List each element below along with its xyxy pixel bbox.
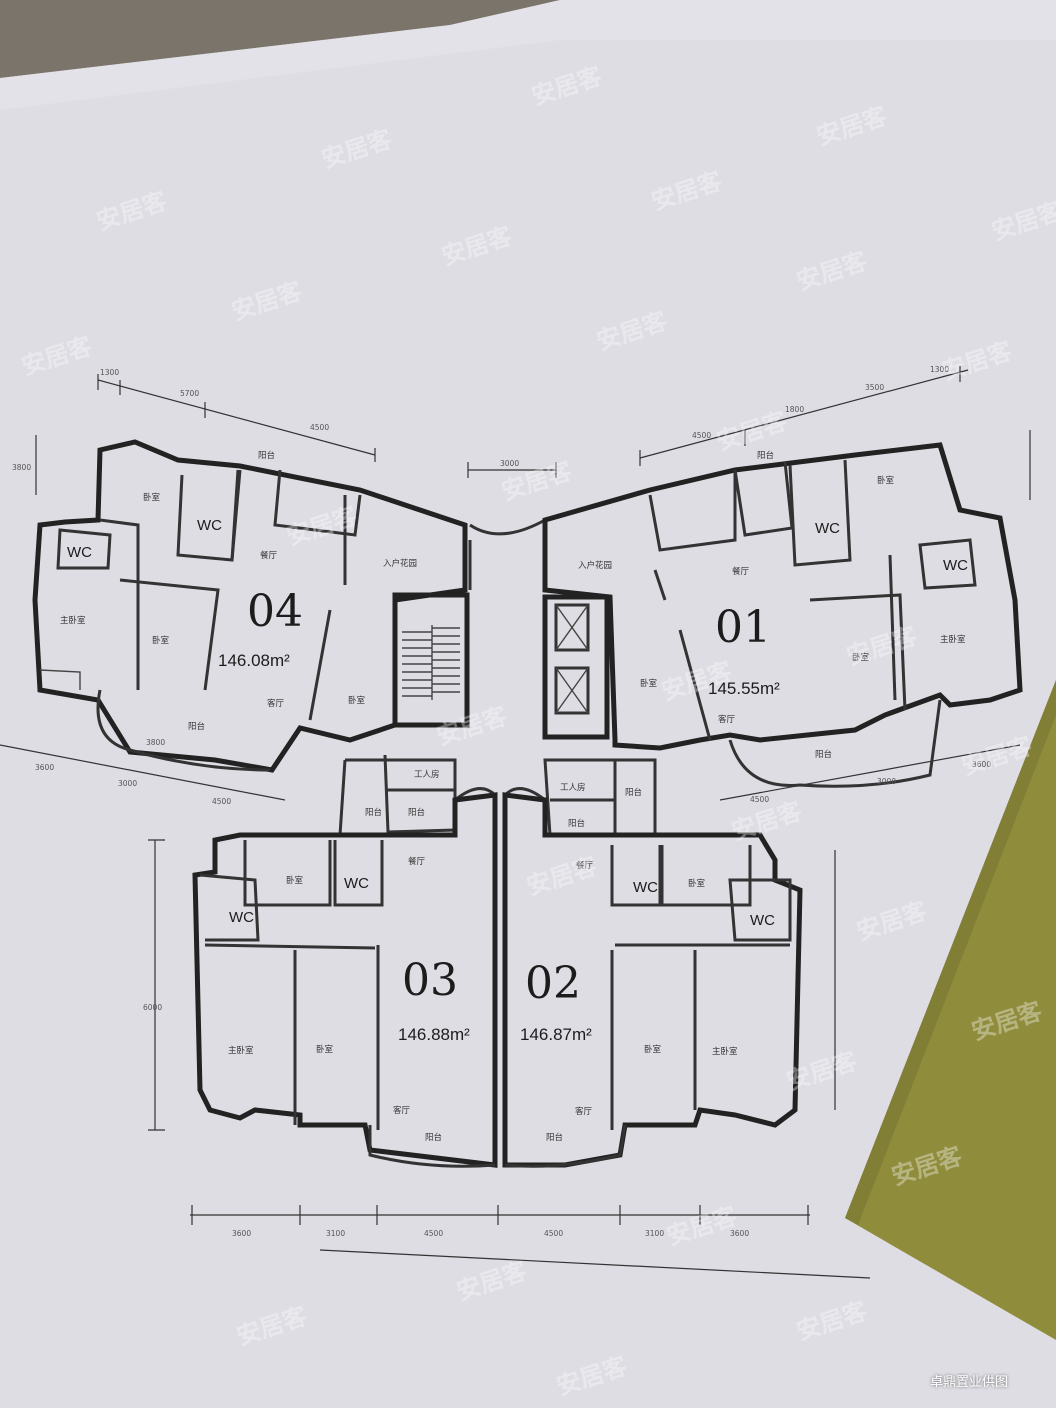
dim-label: 3100	[326, 1229, 345, 1238]
room-label: 主卧室	[60, 615, 86, 626]
room-label: 卧室	[644, 1044, 662, 1055]
wc-label: WC	[67, 544, 92, 561]
dim-label: 3000	[500, 459, 519, 468]
room-label: 阳台	[625, 787, 642, 798]
dim-label: 4500	[424, 1229, 443, 1238]
room-label: 阳台	[365, 807, 382, 818]
wc-label: WC	[344, 875, 369, 892]
unit-04-number: 04	[247, 586, 303, 637]
dim-label: 1300	[100, 368, 119, 377]
room-label: 餐厅	[408, 857, 426, 867]
room-label: 客厅	[267, 698, 285, 709]
unit-01-plan	[542, 442, 1023, 788]
room-label: 工人房	[414, 769, 440, 780]
room-label: 阳台	[546, 1132, 563, 1143]
dim-label: 4500	[692, 431, 711, 440]
room-label: 工人房	[560, 782, 586, 793]
dim-label: 3600	[972, 760, 991, 769]
unit-03-plan	[192, 792, 498, 1168]
room-label: 主卧室	[940, 634, 966, 645]
room-label: 卧室	[316, 1044, 334, 1055]
room-label: 卧室	[143, 492, 161, 503]
dim-label: 4500	[212, 797, 231, 806]
room-label: 阳台	[408, 807, 425, 818]
room-labels: 卧室 卧室 主卧室 餐厅 客厅 卧室 阳台 阳台 入户花园 入户花园 阳台 卧室…	[60, 450, 966, 1143]
room-label: 客厅	[393, 1105, 411, 1116]
room-label: 客厅	[575, 1106, 593, 1117]
unit-04-area: 146.08m²	[218, 651, 290, 670]
room-label: 餐厅	[732, 567, 750, 577]
room-label: 卧室	[877, 475, 895, 486]
unit-01-number: 01	[715, 602, 771, 653]
unit-02-number: 02	[525, 958, 581, 1009]
wc-label: WC	[197, 517, 222, 534]
wc-label: WC	[229, 909, 254, 926]
room-label: 餐厅	[260, 551, 278, 561]
room-label: 客厅	[718, 714, 736, 725]
room-label: 卧室	[152, 635, 170, 646]
dim-label: 4500	[750, 795, 769, 804]
unit-02-area: 146.87m²	[520, 1025, 592, 1044]
room-label: 入户花园	[578, 560, 612, 571]
dimension-lines	[0, 366, 1031, 1279]
room-label: 阳台	[425, 1132, 442, 1143]
dim-label: 3600	[730, 1229, 749, 1238]
room-label: 阳台	[568, 818, 585, 829]
room-label: 餐厅	[576, 861, 594, 871]
room-label: 卧室	[852, 652, 870, 663]
unit-03-area: 146.88m²	[398, 1025, 470, 1044]
dim-label: 1800	[785, 405, 804, 414]
dim-label: 1300	[930, 365, 949, 374]
dim-label: 3000	[118, 779, 137, 788]
dim-label: 3000	[877, 777, 896, 786]
elevator-shafts	[542, 594, 610, 740]
dim-label: 6000	[143, 1003, 162, 1012]
room-label: 主卧室	[712, 1046, 738, 1057]
room-label: 阳台	[188, 721, 205, 732]
dim-label: 3600	[35, 763, 54, 772]
wc-label: WC	[633, 879, 658, 896]
dimension-labels: 1300 5700 4500 3000 4500 1800 3500 1300 …	[12, 365, 991, 1238]
wc-label: WC	[815, 520, 840, 537]
room-label: 卧室	[688, 878, 706, 889]
room-label: 卧室	[286, 875, 304, 886]
room-label: 卧室	[348, 695, 366, 706]
dim-label: 3500	[865, 383, 884, 392]
dim-label: 3800	[146, 738, 165, 747]
room-label: 卧室	[640, 678, 658, 689]
room-label: 阳台	[258, 450, 275, 461]
unit-02-plan	[502, 792, 803, 1168]
unit-03-number: 03	[402, 955, 458, 1006]
photo-credit-caption: 卓鼎置业供图	[929, 1375, 1008, 1390]
room-label: 阳台	[815, 749, 832, 760]
wc-label: WC	[750, 912, 775, 929]
dim-label: 3800	[12, 463, 31, 472]
dim-label: 4500	[544, 1229, 563, 1238]
unit-01-area: 145.55m²	[708, 679, 780, 698]
dim-label: 4500	[310, 423, 329, 432]
dim-label: 3100	[645, 1229, 664, 1238]
unit-04-plan	[32, 439, 468, 773]
room-label: 阳台	[757, 450, 774, 461]
room-label: 入户花园	[383, 558, 417, 569]
wc-label: WC	[943, 557, 968, 574]
dim-label: 3600	[232, 1229, 251, 1238]
room-label: 主卧室	[228, 1045, 254, 1056]
dim-label: 5700	[180, 389, 199, 398]
